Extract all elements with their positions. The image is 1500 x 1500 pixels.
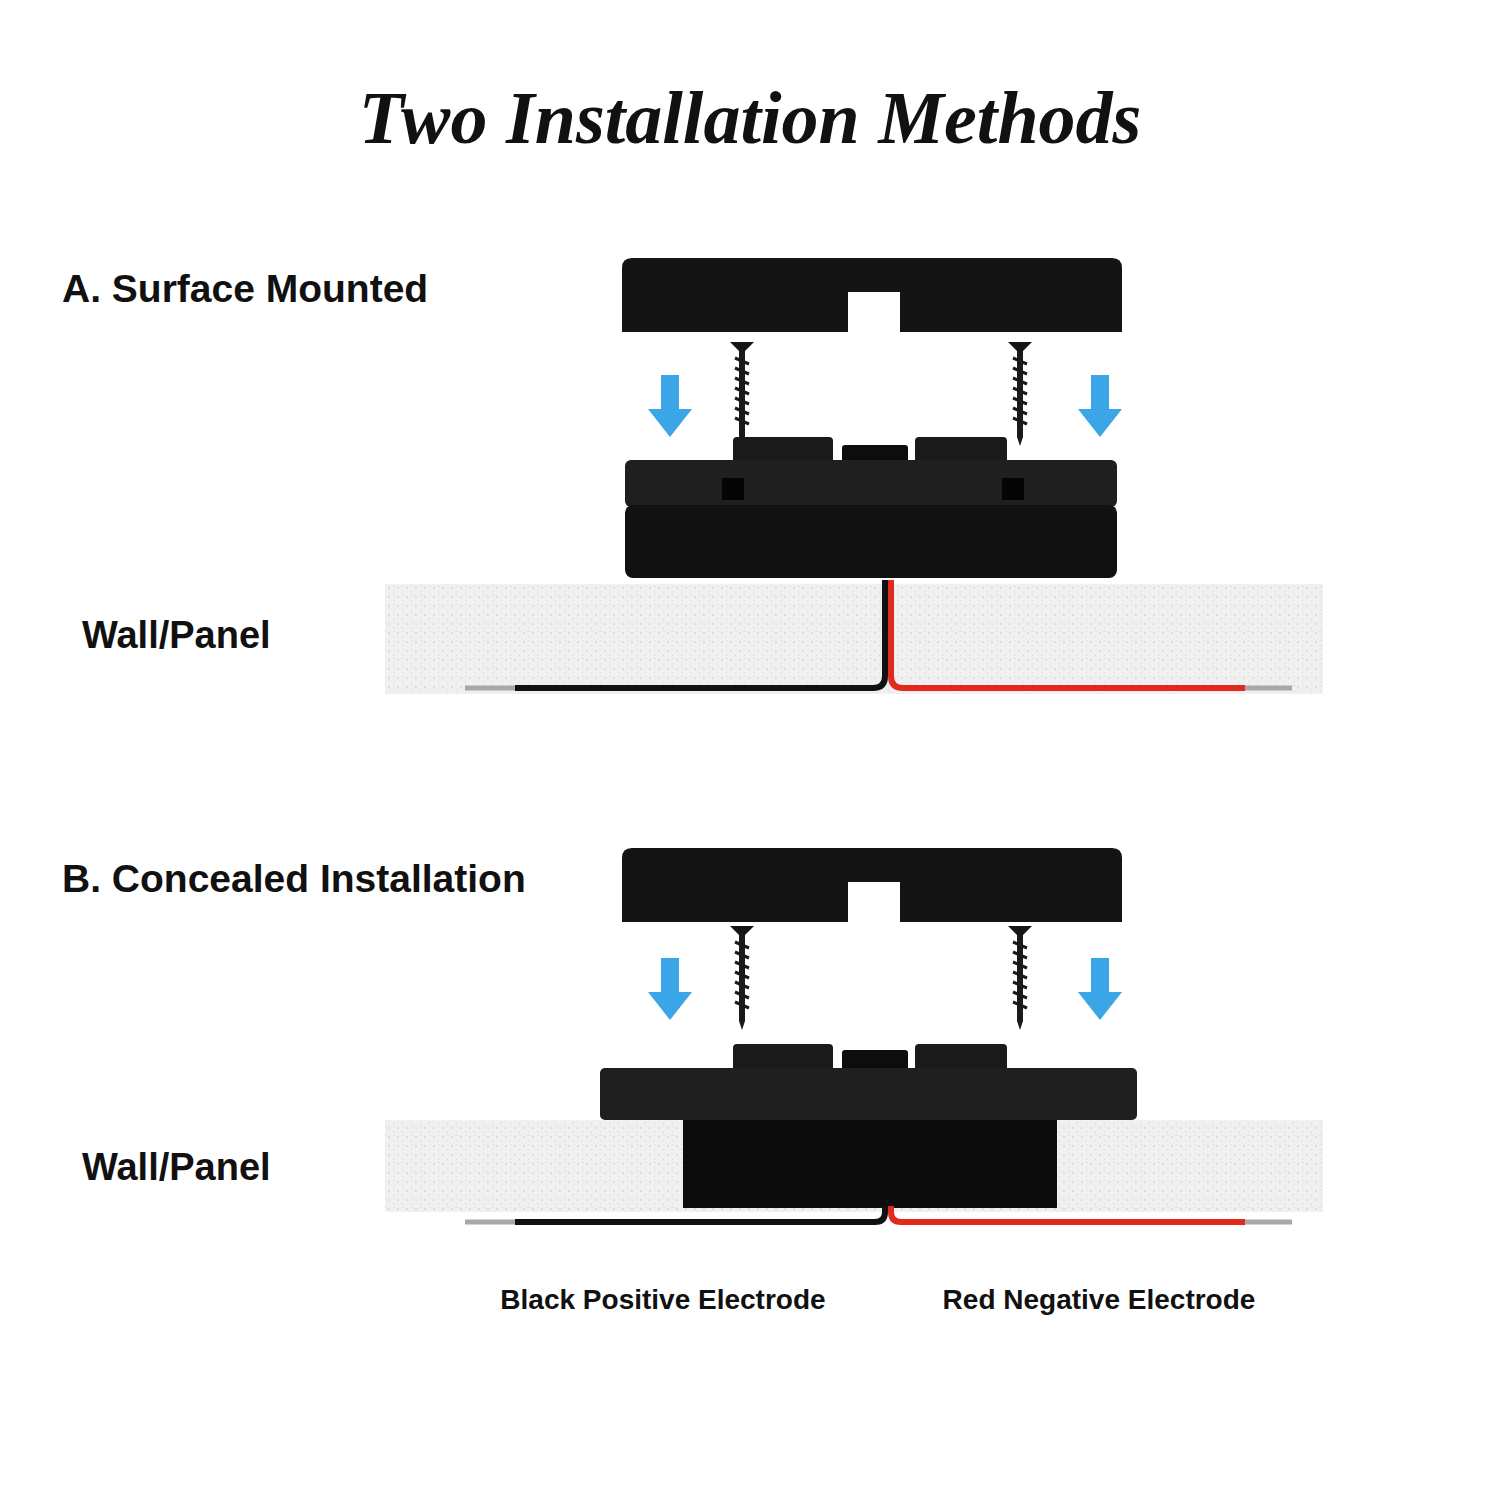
screw-hole: [722, 478, 744, 500]
wall-label: Wall/Panel: [82, 1146, 271, 1189]
screw: [730, 342, 754, 446]
black-wire: [515, 1206, 885, 1222]
wall-panel: [385, 1120, 1323, 1212]
screw-hole: [1002, 478, 1024, 500]
method-heading: A. Surface Mounted: [62, 267, 428, 311]
stripped-end: [1245, 1220, 1292, 1225]
down-arrow: [648, 375, 692, 437]
black-wire: [515, 580, 885, 688]
wire-label: Red Negative Electrode: [943, 1284, 1256, 1316]
wall-label: Wall/Panel: [82, 614, 271, 657]
stripped-end: [1245, 686, 1292, 691]
wall-panel: [385, 584, 1323, 694]
down-arrow: [1078, 375, 1122, 437]
down-arrow: [648, 958, 692, 1020]
base-upper: [625, 460, 1117, 507]
stripped-end: [465, 1220, 515, 1225]
method-heading: B. Concealed Installation: [62, 857, 526, 901]
screw: [1008, 926, 1032, 1030]
stripped-end: [465, 686, 515, 691]
screw: [730, 926, 754, 1030]
red-wire: [891, 580, 1245, 688]
screw: [1008, 342, 1032, 446]
base-flange: [600, 1068, 1137, 1120]
base-body: [683, 1120, 1057, 1208]
red-wire: [891, 1206, 1245, 1222]
down-arrow: [1078, 958, 1122, 1020]
cover-plate: [622, 258, 1122, 332]
diagram-title: Two Installation Methods: [359, 76, 1142, 161]
base-lower: [625, 505, 1117, 578]
cover-plate: [622, 848, 1122, 922]
wire-label: Black Positive Electrode: [500, 1284, 825, 1316]
